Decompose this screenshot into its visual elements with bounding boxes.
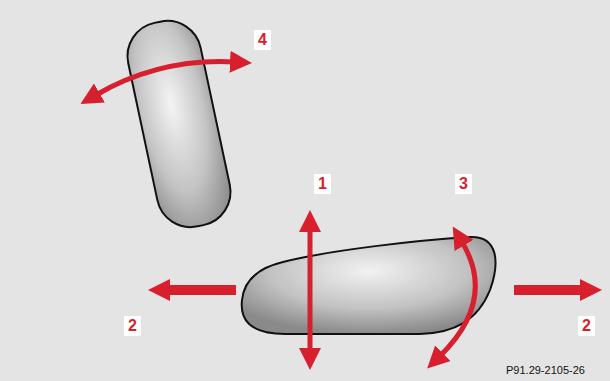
backward-arrow (166, 285, 236, 295)
callout-number: 1 (314, 174, 331, 194)
height-arrow (308, 228, 313, 352)
callout-number: 4 (254, 30, 271, 50)
callout-number: 2 (124, 316, 141, 336)
tilt-arrow (96, 62, 234, 95)
callout-number: 3 (455, 174, 472, 194)
seat-cushion-switch (242, 237, 496, 334)
callout-number: 2 (578, 316, 595, 336)
backrest-switch (121, 15, 237, 234)
cushion-tilt-arrow (440, 242, 475, 356)
forward-arrow (514, 285, 584, 295)
figure-code: P91.29-2105-26 (506, 364, 585, 377)
